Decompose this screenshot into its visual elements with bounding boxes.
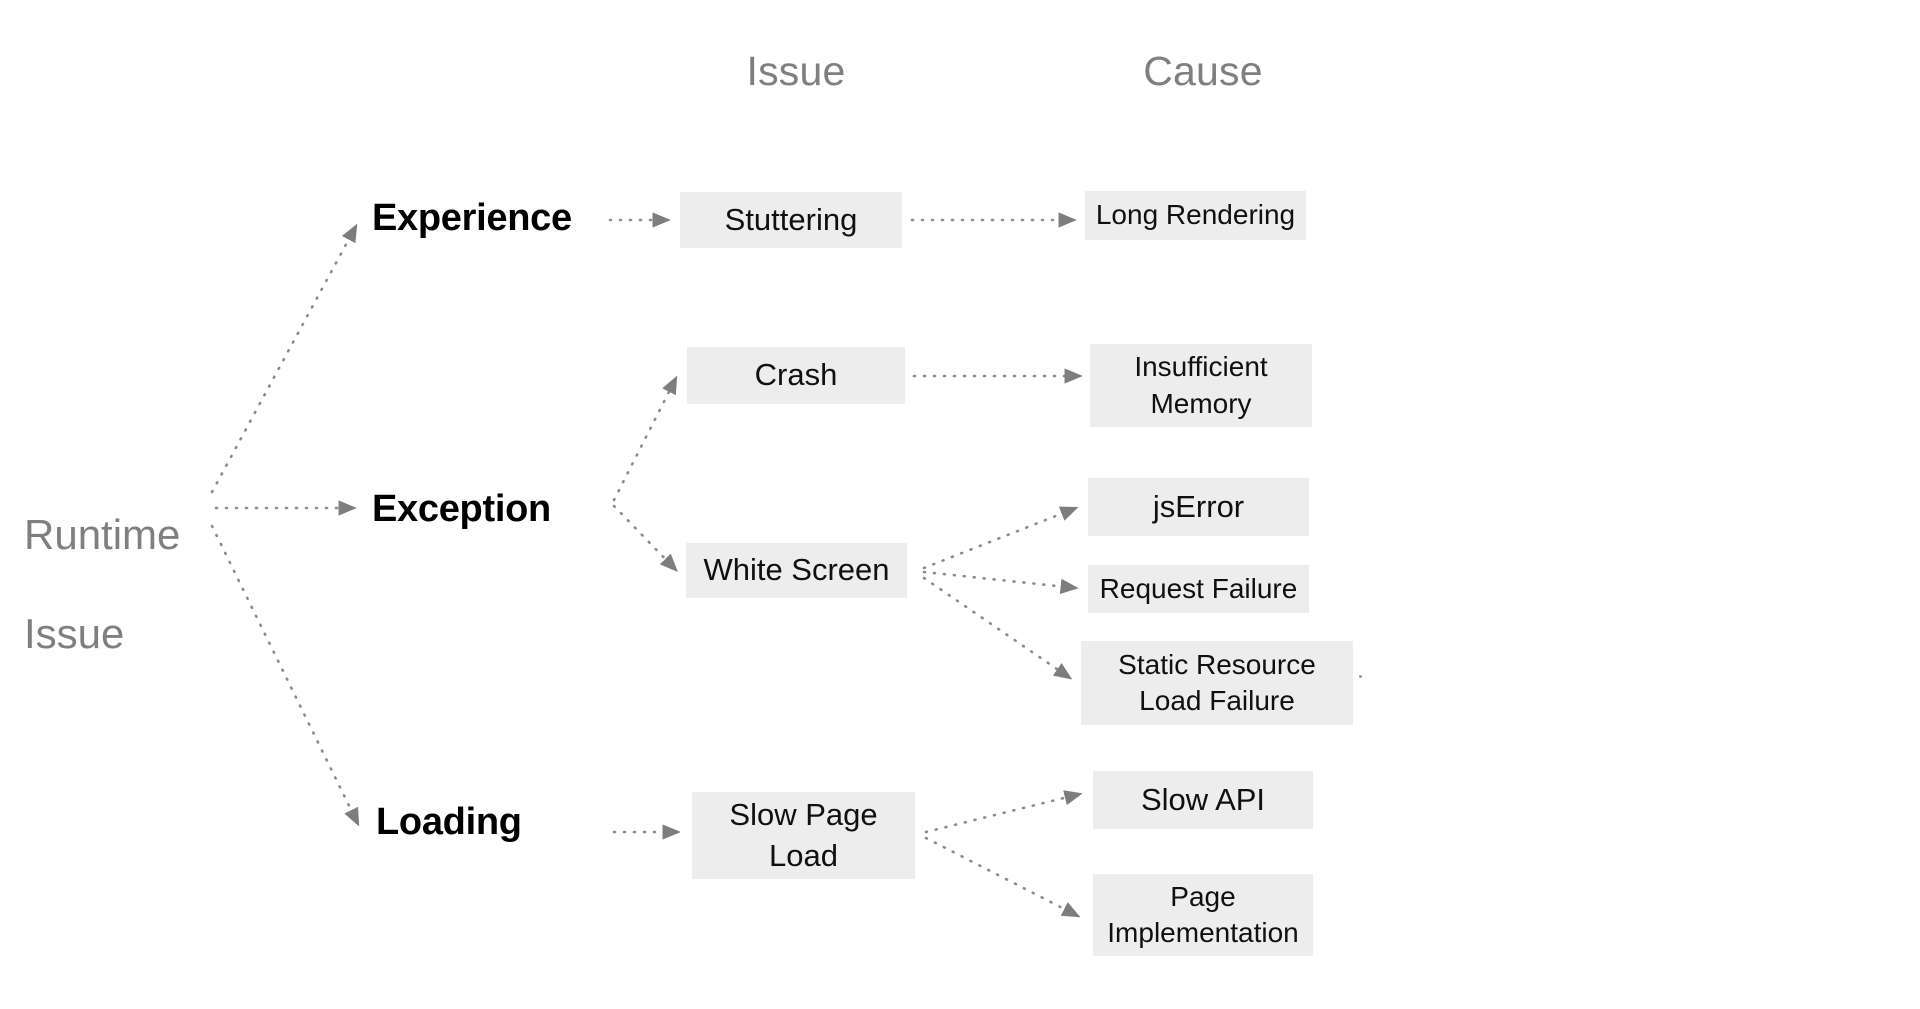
root-node-runtime-issue: Runtime Issue — [24, 460, 180, 708]
cause-node-slow-api: Slow API — [1093, 771, 1313, 829]
edge-white-screen-to-js-error — [922, 506, 1079, 570]
category-label-experience: Experience — [372, 197, 572, 239]
issue-node-stuttering: Stuttering — [680, 192, 902, 248]
edge-white-screen-to-static-resource-load-failure — [922, 576, 1073, 680]
column-header-issue: Issue — [746, 48, 846, 94]
issue-node-slow-page-load: Slow Page Load — [692, 792, 915, 879]
edge-slow-page-load-to-page-implementation — [924, 836, 1081, 918]
edge-root-to-loading — [210, 524, 360, 827]
edge-exception-to-white-screen — [612, 504, 678, 572]
cause-node-request-failure: Request Failure — [1088, 565, 1309, 613]
cause-node-static-resource-load-failure: Static Resource Load Failure — [1081, 641, 1353, 725]
edge-exception-to-crash — [612, 375, 678, 502]
edge-white-screen-to-request-failure — [922, 570, 1079, 594]
category-label-loading: Loading — [376, 801, 522, 843]
stray-dot-artifact — [1359, 675, 1362, 678]
column-header-cause: Cause — [1143, 48, 1263, 94]
issue-node-crash: Crash — [687, 347, 905, 404]
category-label-exception: Exception — [372, 488, 551, 530]
edge-root-to-experience — [210, 223, 358, 494]
cause-node-insufficient-memory: Insufficient Memory — [1090, 344, 1312, 427]
cause-node-long-rendering: Long Rendering — [1085, 191, 1306, 240]
cause-node-js-error: jsError — [1088, 478, 1309, 536]
issue-node-white-screen: White Screen — [686, 543, 907, 598]
edge-slow-page-load-to-slow-api — [924, 790, 1083, 834]
root-node-line-1: Runtime — [24, 510, 181, 558]
root-node-line-2: Issue — [24, 609, 125, 657]
cause-node-page-implementation: Page Implementation — [1093, 874, 1313, 956]
